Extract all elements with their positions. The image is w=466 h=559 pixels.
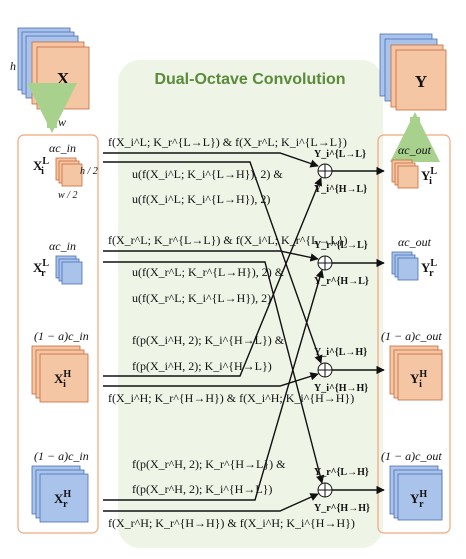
op-label-2: u(f(X_i^L; K_i^{L→H}), 2) &: [132, 167, 283, 181]
svg-text:XLi: XLi: [33, 156, 49, 177]
input-xi-low-size-h: h / 2: [80, 166, 98, 177]
input-xi-low-channels: αc_in: [49, 141, 76, 155]
input-xr-high-channels: (1 − a)c_in: [34, 449, 89, 463]
sum-node-1: Y_i^{L→L} Y_i^{H→L}: [314, 149, 367, 195]
input-xi-high-channels: (1 − a)c_in: [34, 329, 89, 343]
output-yi-low-channels: αc_out: [398, 143, 432, 157]
svg-text:Y_r^{L→L}: Y_r^{L→L}: [314, 240, 368, 251]
flow-lh-i: [103, 161, 323, 364]
svg-text:Y_i^{H→L}: Y_i^{H→L}: [314, 184, 367, 195]
output-yr-low-channels: αc_out: [398, 235, 432, 249]
svg-text:Y_i^{L→H}: Y_i^{L→H}: [314, 347, 367, 358]
svg-text:Y_i^{H→H}: Y_i^{H→H}: [314, 383, 368, 394]
svg-text:Y_r^{H→L}: Y_r^{H→L}: [314, 276, 369, 287]
op-label-1: f(X_i^L; K_r^{L→L}) & f(X_r^L; K_i^{L→L}…: [108, 135, 347, 149]
sum-node-4: Y_r^{L→H} Y_r^{H→H}: [314, 467, 370, 514]
input-width-label: w: [58, 115, 66, 129]
op-label-5: u(f(X_r^L; K_r^{L→H}), 2) &: [132, 265, 285, 279]
output-yr-high-channels: (1 − a)c_out: [381, 449, 442, 463]
flow-hh-i: [103, 372, 319, 387]
op-label-11: f(p(X_r^H, 2); K_i^{H→L}): [132, 482, 272, 496]
input-xi-low-size-w: w / 2: [58, 190, 77, 201]
svg-text:XLr: XLr: [33, 258, 49, 279]
op-label-4: f(X_r^L; K_r^{L→L}) & f(X_i^L; K_r^{L→L}…: [108, 233, 348, 247]
flow-lh-r: [103, 261, 325, 484]
flow-ll-r: [103, 250, 319, 262]
op-label-6: u(f(X_r^L; K_i^{L→H}), 2): [132, 291, 271, 305]
input-tensor-x-label: X: [57, 69, 70, 88]
svg-text:Y_i^{L→L}: Y_i^{L→L}: [314, 149, 366, 160]
flow-hl-i: [103, 177, 323, 377]
svg-text:YHr: YHr: [410, 489, 427, 510]
svg-text:Y_r^{H→H}: Y_r^{H→H}: [314, 503, 370, 514]
output-yi-high-channels: (1 − a)c_out: [381, 329, 442, 343]
op-label-10: f(p(X_r^H, 2); K_r^{H→L}) &: [132, 457, 286, 471]
op-label-7: f(p(X_i^H, 2); K_i^{H→L}) &: [132, 333, 285, 347]
diagram-title: Dual-Octave Convolution: [154, 71, 345, 88]
svg-text:YLi: YLi: [421, 166, 437, 187]
op-label-9: f(X_i^H; K_r^{H→H}) & f(X_i^H; K_i^{H→H}…: [108, 391, 354, 405]
input-height-label: h: [10, 59, 16, 73]
input-xr-low-channels: αc_in: [49, 239, 76, 253]
op-label-12: f(X_r^H; K_r^{H→H}) & f(X_i^H; K_i^{H→H}…: [108, 516, 355, 530]
flow-hh-r: [103, 493, 319, 512]
flow-hl-r: [103, 269, 324, 501]
sum-node-3: Y_i^{L→H} Y_i^{H→H}: [314, 347, 368, 394]
output-tensor-y-label: Y: [415, 72, 427, 91]
svg-text:XHr: XHr: [54, 489, 71, 510]
op-label-3: u(f(X_i^L; K_i^{L→H}), 2): [132, 192, 270, 206]
flow-ll-i: [103, 152, 319, 168]
svg-text:Y_r^{L→H}: Y_r^{L→H}: [314, 467, 369, 478]
output-tensor-y: Y: [379, 33, 447, 111]
input-panel: [17, 134, 99, 534]
svg-text:YLr: YLr: [421, 258, 437, 279]
op-label-8: f(p(X_i^H, 2); K_i^{H→L}): [132, 359, 272, 373]
